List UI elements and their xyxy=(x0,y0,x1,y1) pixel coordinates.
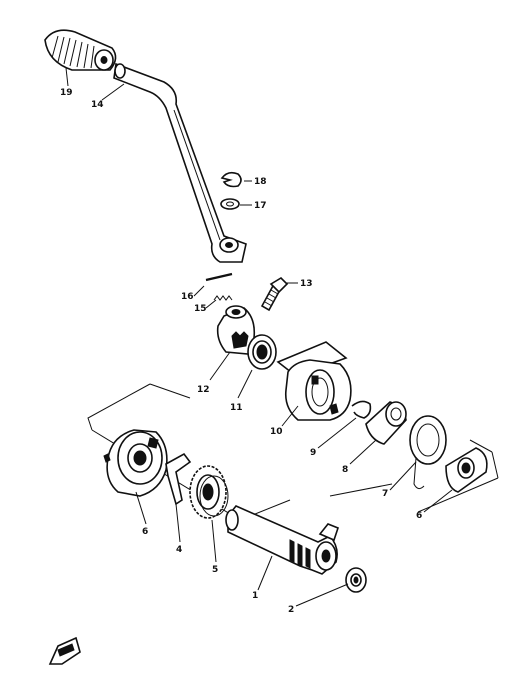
spring-cover-6 xyxy=(445,447,488,493)
callout-labels: 19 14 18 17 16 15 13 12 11 10 9 8 7 6 6 … xyxy=(60,88,422,615)
callout-7: 7 xyxy=(382,489,388,499)
callout-12: 12 xyxy=(197,385,210,395)
clip-4 xyxy=(165,452,192,506)
callout-2: 2 xyxy=(288,605,294,615)
kick-pedal-grip xyxy=(44,29,117,71)
ratchet-wheel xyxy=(103,429,168,497)
callout-19: 19 xyxy=(60,88,73,98)
kick-boss-12 xyxy=(216,305,256,355)
circlip-18 xyxy=(220,171,242,188)
ratchet-guide-10 xyxy=(276,341,352,421)
callout-10: 10 xyxy=(270,427,283,437)
callout-16: 16 xyxy=(181,292,194,302)
callout-6-right: 6 xyxy=(416,511,422,521)
callout-4: 4 xyxy=(176,545,182,555)
pin-16 xyxy=(205,272,233,282)
leader-lines xyxy=(65,67,453,607)
callout-13: 13 xyxy=(300,279,313,289)
washer-17 xyxy=(220,198,240,210)
callout-6-left: 6 xyxy=(142,527,148,537)
spring-15 xyxy=(213,295,233,301)
callout-15: 15 xyxy=(194,304,207,314)
callout-9: 9 xyxy=(310,448,316,458)
kick-crank-lever xyxy=(113,62,247,263)
callout-14: 14 xyxy=(91,100,104,110)
oil-seal-11 xyxy=(247,334,277,370)
callout-18: 18 xyxy=(254,177,267,187)
callout-5: 5 xyxy=(212,565,218,575)
front-arrow-icon xyxy=(48,636,81,665)
callout-1: 1 xyxy=(252,591,258,601)
kick-axle-1 xyxy=(225,505,339,575)
kick-gear-5 xyxy=(189,465,229,519)
callout-11: 11 xyxy=(230,403,243,413)
circlip-9 xyxy=(351,400,372,419)
callout-8: 8 xyxy=(342,465,348,475)
bolt-13 xyxy=(260,276,289,312)
torsion-spring-7 xyxy=(409,415,447,490)
spring-guide-8 xyxy=(365,401,407,445)
washer-2 xyxy=(345,567,367,593)
callout-17: 17 xyxy=(254,201,267,211)
